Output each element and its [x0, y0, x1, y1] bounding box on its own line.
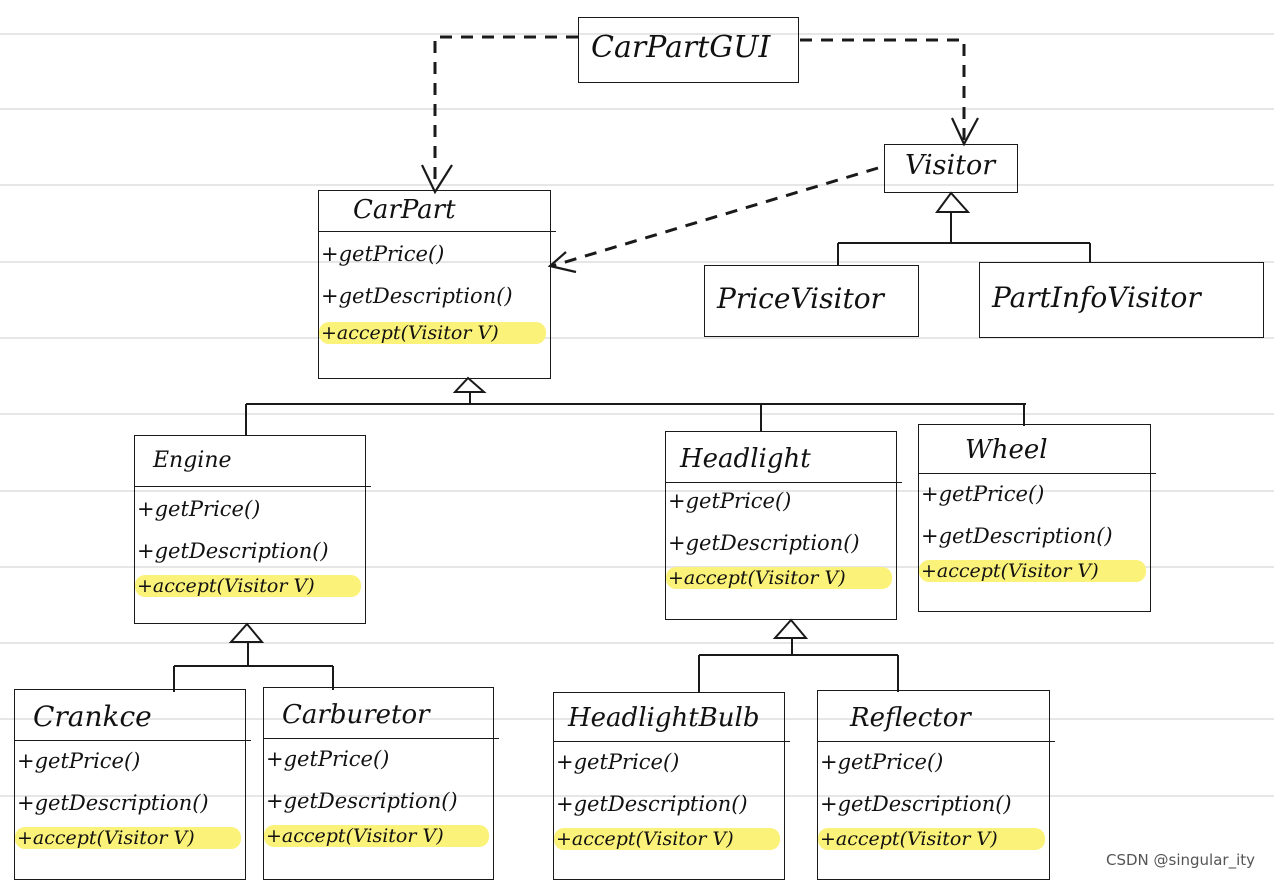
carburetor-divider — [264, 738, 499, 739]
partinfo-visitor-name: PartInfoVisitor — [992, 281, 1201, 314]
headlight-name: Headlight — [680, 444, 811, 474]
carpart-method-accept: +accept(Visitor V) — [319, 322, 546, 344]
carburetor-method-getdescription: +getDescription() — [266, 789, 458, 813]
reflector-method-getdescription: +getDescription() — [820, 792, 1012, 816]
paper-rule — [0, 108, 1274, 110]
price-visitor-name: PriceVisitor — [717, 282, 884, 315]
watermark-text: CSDN @singular_ity — [1106, 851, 1256, 869]
paper-rule — [0, 642, 1274, 644]
headlightbulb-divider — [554, 741, 790, 742]
headlight-method-accept: +accept(Visitor V) — [666, 567, 892, 589]
paper-rule — [0, 337, 1274, 339]
carpart-method-getprice: +getPrice() — [321, 242, 445, 266]
paper-rule — [0, 490, 1274, 492]
carburetor-class-box[interactable]: Carburetor +getPrice() +getDescription()… — [263, 687, 499, 880]
dep-gui-carpart — [433, 35, 578, 188]
reflector-class-box[interactable]: Reflector +getPrice() +getDescription() … — [817, 690, 1055, 880]
price-visitor-box[interactable]: PriceVisitor — [704, 265, 919, 337]
carburetor-name: Carburetor — [282, 700, 430, 730]
carburetor-method-getprice: +getPrice() — [266, 747, 390, 771]
visitor-interface-box[interactable]: Visitor — [884, 144, 1018, 193]
engine-divider — [135, 486, 371, 487]
engine-class-box[interactable]: Engine +getPrice() +getDescription() +ac… — [134, 435, 371, 624]
engine-triangle — [228, 622, 265, 643]
engine-method-getprice: +getPrice() — [137, 497, 261, 521]
wheel-divider — [919, 473, 1156, 474]
dep-gui-carpart-arrow — [421, 164, 453, 195]
paper-rule — [0, 413, 1274, 415]
carpart-triangle — [452, 376, 487, 393]
carburetor-method-accept: +accept(Visitor V) — [264, 825, 489, 847]
engine-method-accept: +accept(Visitor V) — [135, 575, 361, 597]
partinfo-visitor-box[interactable]: PartInfoVisitor — [979, 262, 1264, 338]
crankcase-method-getprice: +getPrice() — [17, 749, 141, 773]
wheel-name: Wheel — [965, 435, 1048, 465]
paper-rule — [0, 718, 1274, 720]
headlight-method-getdescription: +getDescription() — [668, 531, 860, 555]
dep-visitor-carpart — [551, 166, 879, 268]
crankcase-divider — [15, 740, 251, 741]
headlightbulb-name: HeadlightBulb — [568, 703, 760, 733]
dep-gui-visitor — [800, 38, 966, 140]
wheel-method-getprice: +getPrice() — [921, 482, 1045, 506]
paper-rule — [0, 33, 1274, 35]
carpart-divider — [319, 231, 556, 232]
carpart-method-getdescription: +getDescription() — [321, 284, 513, 308]
headlightbulb-method-getdescription: +getDescription() — [556, 792, 748, 816]
paper-rule — [0, 566, 1274, 568]
paper-rule — [0, 795, 1274, 797]
carpartgui-class-box[interactable]: CarPartGUI — [578, 17, 799, 83]
paper-rule — [0, 184, 1274, 186]
crankcase-class-box[interactable]: Crankce +getPrice() +getDescription() +a… — [14, 689, 251, 880]
headlight-tree — [698, 638, 899, 693]
headlightbulb-class-box[interactable]: HeadlightBulb +getPrice() +getDescriptio… — [553, 692, 790, 880]
wheel-method-accept: +accept(Visitor V) — [919, 560, 1146, 582]
headlight-divider — [666, 482, 902, 483]
reflector-divider — [818, 741, 1055, 742]
crankcase-method-getdescription: +getDescription() — [17, 791, 209, 815]
carpartgui-name: CarPartGUI — [591, 30, 771, 65]
headlight-class-box[interactable]: Headlight +getPrice() +getDescription() … — [665, 431, 902, 620]
headlightbulb-method-getprice: +getPrice() — [556, 750, 680, 774]
engine-name: Engine — [153, 448, 232, 473]
visitor-name: Visitor — [905, 150, 996, 181]
headlight-method-getprice: +getPrice() — [668, 489, 792, 513]
reflector-method-accept: +accept(Visitor V) — [818, 828, 1045, 850]
crankcase-name: Crankce — [33, 700, 152, 733]
wheel-class-box[interactable]: Wheel +getPrice() +getDescription() +acc… — [918, 424, 1156, 612]
visitor-tree — [837, 212, 1091, 265]
crankcase-method-accept: +accept(Visitor V) — [15, 827, 241, 849]
engine-method-getdescription: +getDescription() — [137, 539, 329, 563]
wheel-method-getdescription: +getDescription() — [921, 524, 1113, 548]
carpart-class-box[interactable]: CarPart +getPrice() +getDescription() +a… — [318, 190, 556, 379]
headlightbulb-method-accept: +accept(Visitor V) — [554, 828, 780, 850]
carpart-tree — [245, 392, 1026, 436]
reflector-name: Reflector — [850, 703, 971, 733]
dep-visitor-carpart-arrow — [547, 251, 577, 274]
paper-rule — [0, 261, 1274, 263]
visitor-triangle — [935, 191, 971, 213]
headlight-triangle — [772, 618, 809, 639]
engine-tree — [173, 642, 334, 692]
reflector-method-getprice: +getPrice() — [820, 750, 944, 774]
carpart-name: CarPart — [353, 195, 456, 225]
